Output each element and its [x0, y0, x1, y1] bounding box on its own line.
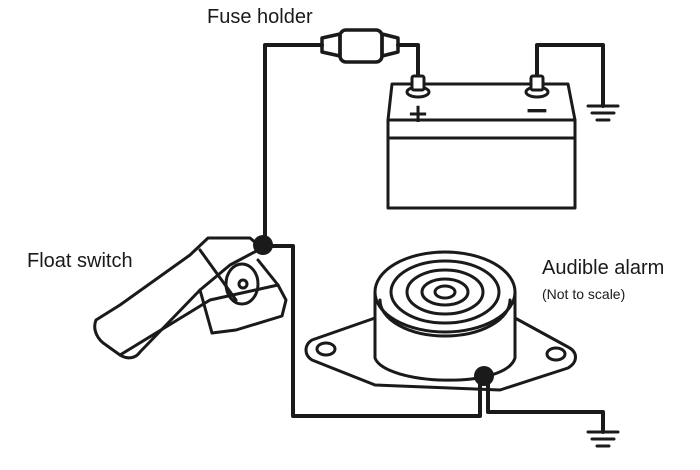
not-to-scale-note: (Not to scale): [542, 286, 626, 302]
wire-fuse-to-switch: [263, 43, 324, 245]
positive-symbol: +: [407, 99, 429, 129]
battery-icon: [386, 74, 577, 210]
wire-negative-to-ground: [535, 43, 605, 108]
fuse-holder-icon: [320, 28, 400, 64]
junction-dot-alarm: [474, 366, 494, 386]
junction-dot-switch: [253, 235, 273, 255]
negative-symbol: −: [524, 93, 549, 128]
fuse-holder-label: Fuse holder: [207, 6, 313, 28]
wire-alarm-to-ground: [486, 380, 605, 434]
audible-alarm-label: Audible alarm: [542, 257, 665, 279]
negative-terminal: [524, 74, 550, 99]
wire-fuse-to-positive: [396, 43, 420, 76]
audible-alarm-icon: [304, 250, 577, 392]
float-switch-label: Float switch: [27, 250, 133, 272]
wire-switch-to-alarm: [270, 244, 482, 418]
ground-icon: [586, 104, 620, 122]
positive-terminal: [405, 74, 431, 99]
ground-icon: [586, 430, 620, 448]
